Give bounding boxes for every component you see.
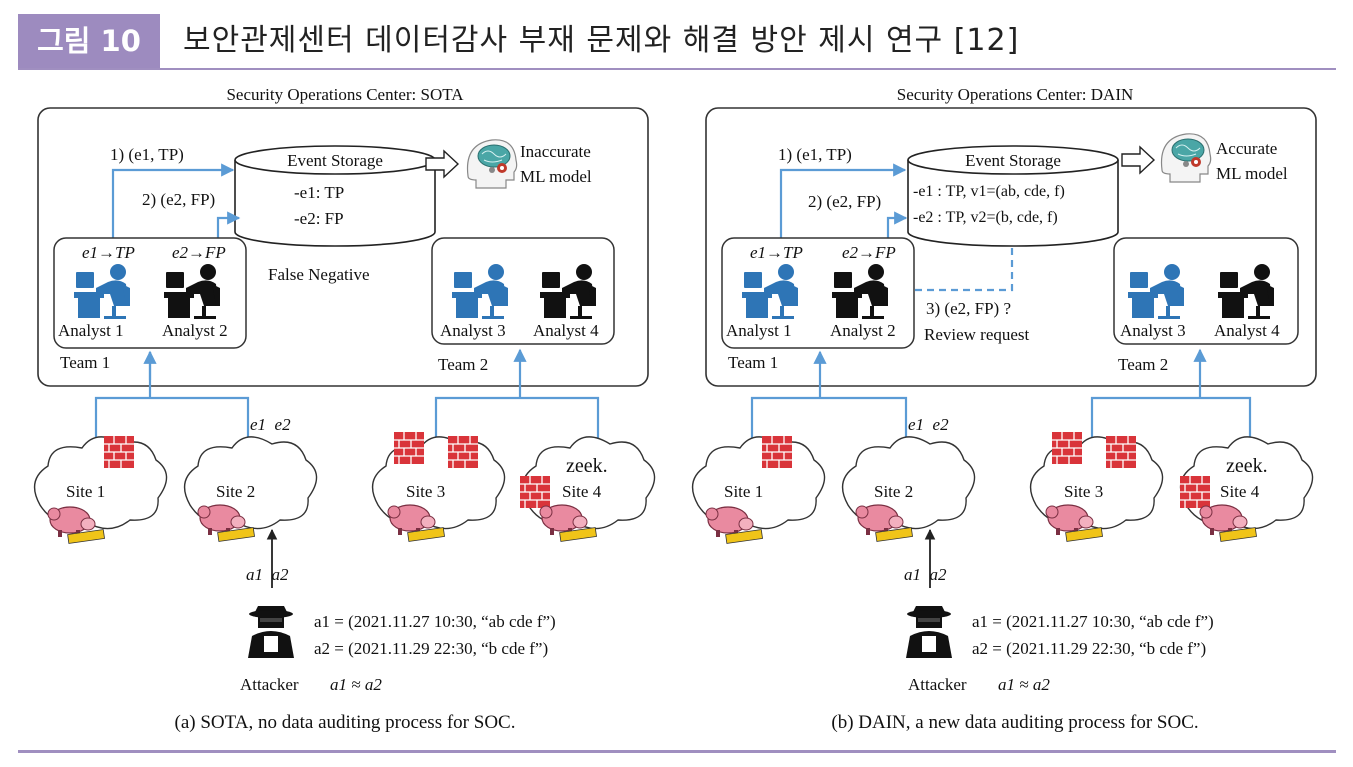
- storage-row-1: -e1 : TP, v1=(ab, cde, f): [913, 183, 1065, 200]
- e2-fp-label: e2→FP: [172, 243, 226, 262]
- team-1-label: Team 1: [60, 353, 110, 372]
- storage-row-1: -e1: TP: [294, 183, 344, 202]
- analyst-1-label: Analyst 1: [726, 321, 792, 340]
- model-label-1: Accurate: [1216, 139, 1277, 158]
- site-3-firewall-icon-2: [447, 435, 479, 469]
- e1-tp-label: e1→TP: [750, 243, 803, 262]
- e2-fp-label: e2→FP: [842, 243, 896, 262]
- model-arrow: [1121, 145, 1156, 175]
- site-4-firewall-icon: [519, 475, 551, 509]
- storage-title: Event Storage: [287, 151, 383, 170]
- team-2-uplink: [434, 350, 600, 440]
- step-1-label: 1) (e1, TP): [110, 145, 184, 164]
- team-2-label: Team 2: [438, 355, 488, 374]
- a1-definition: a1 = (2021.11.27 10:30, “ab cde f”): [314, 612, 556, 631]
- attacker-label: Attacker: [240, 675, 299, 694]
- zeek-logo: zeek.: [1226, 455, 1268, 477]
- team-2-label: Team 2: [1118, 355, 1168, 374]
- step-2-label: 2) (e2, FP): [808, 192, 881, 211]
- figure-number-badge: 그림 10: [18, 14, 160, 68]
- storage-row-2: -e2 : TP, v2=(b, cde, f): [913, 209, 1058, 226]
- team-1-box: [53, 237, 247, 349]
- site-3-label: Site 3: [406, 482, 445, 501]
- attacker-label: Attacker: [908, 675, 967, 694]
- site-4-label: Site 4: [562, 482, 602, 501]
- soc-frame: [705, 107, 1317, 387]
- site-2-label: Site 2: [874, 482, 913, 501]
- team-1-uplink: [94, 352, 250, 440]
- step-1-arrow: [779, 163, 907, 240]
- analyst-2-label: Analyst 2: [162, 321, 228, 340]
- e1-e2-label: e1 e2: [908, 415, 949, 434]
- figure-title: 보안관제센터 데이터감사 부재 문제와 해결 방안 제시 연구 [12]: [183, 23, 1020, 58]
- a2-definition: a2 = (2021.11.29 22:30, “b cde f”): [972, 639, 1206, 658]
- review-request-arrow: [894, 248, 1014, 297]
- attacker-icon: [248, 606, 294, 658]
- storage-row-2: -e2: FP: [294, 209, 344, 228]
- a1-definition: a1 = (2021.11.27 10:30, “ab cde f”): [972, 612, 1214, 631]
- site-4-firewall-icon: [1179, 475, 1211, 509]
- step-1-arrow: [111, 163, 235, 240]
- site-4-label: Site 4: [1220, 482, 1260, 501]
- step-2-arrow: [216, 211, 241, 240]
- panel-dain: Security Operations Center: DAIN Event S…: [691, 85, 1317, 733]
- site-2-label: Site 2: [216, 482, 255, 501]
- a1-a2-label: a1 a2: [904, 565, 947, 584]
- event-storage: Event Storage -e1: TP -e2: FP: [234, 145, 436, 247]
- analyst-3-label: Analyst 3: [1120, 321, 1186, 340]
- figure-footer-rule: [18, 750, 1336, 753]
- zeek-logo: zeek.: [566, 455, 608, 477]
- site-1-firewall-icon: [761, 435, 793, 469]
- analyst-4-label: Analyst 4: [1214, 321, 1280, 340]
- e1-tp-label: e1→TP: [82, 243, 135, 262]
- figure-header: 그림 10 보안관제센터 데이터감사 부재 문제와 해결 방안 제시 연구 [1…: [18, 14, 1336, 70]
- ml-model-icon: [1160, 133, 1212, 183]
- site-3-firewall-icon-2: [1105, 435, 1137, 469]
- caption: (b) DAIN, a new data auditing process fo…: [831, 712, 1198, 733]
- e1-e2-label: e1 e2: [250, 415, 291, 434]
- approx-label: a1 ≈ a2: [330, 675, 382, 694]
- model-arrow: [425, 149, 460, 179]
- step-2-arrow: [886, 211, 908, 240]
- analyst-3-label: Analyst 3: [440, 321, 506, 340]
- a2-definition: a2 = (2021.11.29 22:30, “b cde f”): [314, 639, 548, 658]
- model-label-2: ML model: [520, 167, 592, 186]
- model-label-2: ML model: [1216, 164, 1288, 183]
- step-2-label: 2) (e2, FP): [142, 190, 215, 209]
- soc-frame: [37, 107, 649, 387]
- analyst-4-label: Analyst 4: [533, 321, 599, 340]
- panel-sota: Security Operations Center: SOTA Event S…: [33, 85, 656, 733]
- team-1-uplink: [750, 396, 908, 440]
- analyst-1-label: Analyst 1: [58, 321, 124, 340]
- review-label-1: 3) (e2, FP) ?: [926, 299, 1011, 318]
- soc-title: Security Operations Center: DAIN: [897, 85, 1134, 104]
- ml-model-icon: [466, 139, 518, 189]
- approx-label: a1 ≈ a2: [998, 675, 1050, 694]
- step-1-label: 1) (e1, TP): [778, 145, 852, 164]
- false-negative-label: False Negative: [268, 265, 370, 284]
- event-storage: Event Storage -e1 : TP, v1=(ab, cde, f) …: [907, 145, 1119, 247]
- site-3-label: Site 3: [1064, 482, 1103, 501]
- attacker-icon: [906, 606, 952, 658]
- team-2-uplink: [1090, 350, 1252, 440]
- site-1-firewall-icon: [103, 435, 135, 469]
- site-1-label: Site 1: [66, 482, 105, 501]
- review-label-2: Review request: [924, 325, 1030, 344]
- model-label-1: Inaccurate: [520, 142, 591, 161]
- caption: (a) SOTA, no data auditing process for S…: [175, 712, 516, 733]
- site-3-firewall-icon-1: [393, 431, 425, 465]
- site-1-label: Site 1: [724, 482, 763, 501]
- site-3-firewall-icon-1: [1051, 431, 1083, 465]
- storage-title: Event Storage: [965, 151, 1061, 170]
- team-1-label: Team 1: [728, 353, 778, 372]
- a1-a2-label: a1 a2: [246, 565, 289, 584]
- analyst-2-label: Analyst 2: [830, 321, 896, 340]
- soc-title: Security Operations Center: SOTA: [226, 85, 464, 104]
- team-1-box: [721, 237, 915, 349]
